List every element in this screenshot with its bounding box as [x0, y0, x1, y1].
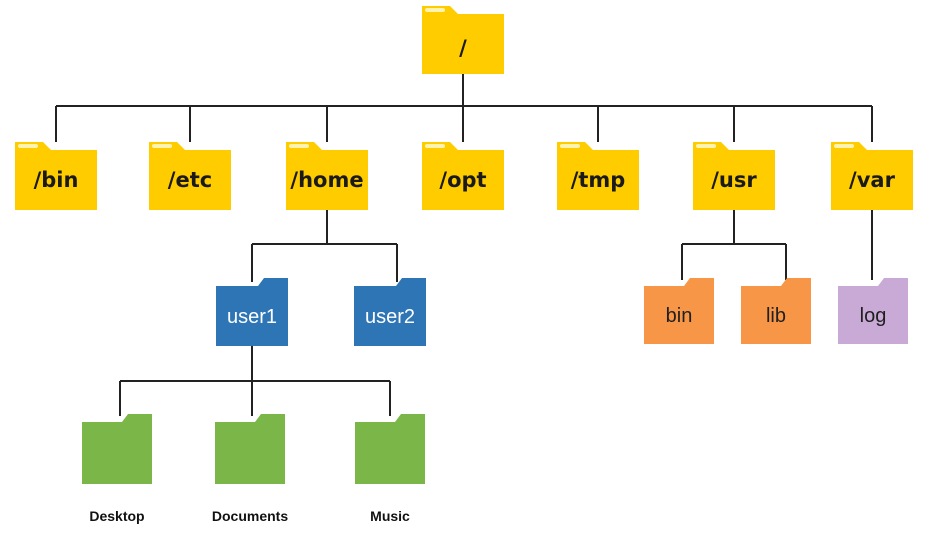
folder-home-label: /home: [290, 168, 363, 192]
folder-var-body: [831, 150, 913, 210]
folder-user2-tab-icon: [396, 278, 426, 286]
level1-folders: /bin/etc/home/opt/tmp/usr/var: [15, 142, 913, 210]
usr-children-folders: bin lib: [644, 278, 811, 344]
folder-user2[interactable]: user2: [354, 278, 426, 346]
folder-desktop[interactable]: [82, 414, 152, 484]
folder-documents-body: [215, 422, 285, 484]
folder-usr-shine: [696, 144, 716, 148]
folder-etc-body: [149, 150, 231, 210]
folder-music-caption: Music: [370, 508, 410, 524]
folder-user2-body: [354, 286, 426, 346]
folder-usr-lib-label: lib: [766, 305, 786, 327]
folder-opt-body: [422, 150, 504, 210]
folder-desktop-body: [82, 422, 152, 484]
folder-etc-shine: [152, 144, 172, 148]
folder-root-body: [422, 14, 504, 74]
folder-var[interactable]: /var: [831, 142, 913, 210]
folder-tmp-shine: [560, 144, 580, 148]
folder-music-body: [355, 422, 425, 484]
folder-home-body: [286, 150, 368, 210]
folder-tmp-label: /tmp: [571, 168, 626, 192]
folder-music-tab-icon: [395, 414, 425, 422]
folder-bin-label: /bin: [34, 168, 79, 192]
folder-desktop-tab-icon: [122, 414, 152, 422]
folder-usr-bin-body: [644, 286, 714, 344]
folder-var-label: /var: [849, 168, 896, 192]
folder-root[interactable]: /: [422, 6, 504, 74]
folder-etc[interactable]: /etc: [149, 142, 231, 210]
folder-desktop-caption: Desktop: [89, 508, 144, 524]
folder-opt-label: /opt: [439, 168, 486, 192]
folder-user1[interactable]: user1: [216, 278, 288, 346]
folder-usr-bin-tab-icon: [684, 278, 714, 286]
connector-lines: [55, 72, 873, 416]
folder-user1-label: user1: [227, 306, 277, 328]
folder-opt-shine: [425, 144, 445, 148]
home-children-folders: user1 user2: [216, 278, 426, 346]
folder-usr-lib-tab-icon: [781, 278, 811, 286]
folder-bin-body: [15, 150, 97, 210]
folder-opt[interactable]: /opt: [422, 142, 504, 210]
folder-usr-lib[interactable]: lib: [741, 278, 811, 344]
var-children-folders: log: [838, 278, 908, 344]
folder-var-log-body: [838, 286, 908, 344]
folder-var-shine: [834, 144, 854, 148]
folder-usr-lib-body: [741, 286, 811, 344]
folder-tmp[interactable]: /tmp: [557, 142, 639, 210]
folder-user1-body: [216, 286, 288, 346]
folder-usr[interactable]: /usr: [693, 142, 775, 210]
folder-root-label: /: [459, 36, 467, 60]
folder-music[interactable]: [355, 414, 425, 484]
folder-home[interactable]: /home: [286, 142, 368, 210]
folder-tmp-body: [557, 150, 639, 210]
folder-home-shine: [289, 144, 309, 148]
folder-usr-bin[interactable]: bin: [644, 278, 714, 344]
folder-bin[interactable]: /bin: [15, 142, 97, 210]
user1-children-folders: Desktop Documents Music: [82, 414, 425, 524]
folder-user1-tab-icon: [258, 278, 288, 286]
folder-etc-label: /etc: [168, 168, 212, 192]
folder-documents-tab-icon: [255, 414, 285, 422]
folder-var-log[interactable]: log: [838, 278, 908, 344]
folder-user2-label: user2: [365, 306, 415, 328]
folder-var-log-tab-icon: [878, 278, 908, 286]
folder-usr-bin-label: bin: [666, 305, 693, 327]
folder-root-shine: [425, 8, 445, 12]
folder-documents-caption: Documents: [212, 508, 288, 524]
folder-documents[interactable]: [215, 414, 285, 484]
folder-usr-label: /usr: [711, 168, 757, 192]
folder-bin-shine: [18, 144, 38, 148]
folder-usr-body: [693, 150, 775, 210]
folder-var-log-label: log: [860, 305, 887, 327]
